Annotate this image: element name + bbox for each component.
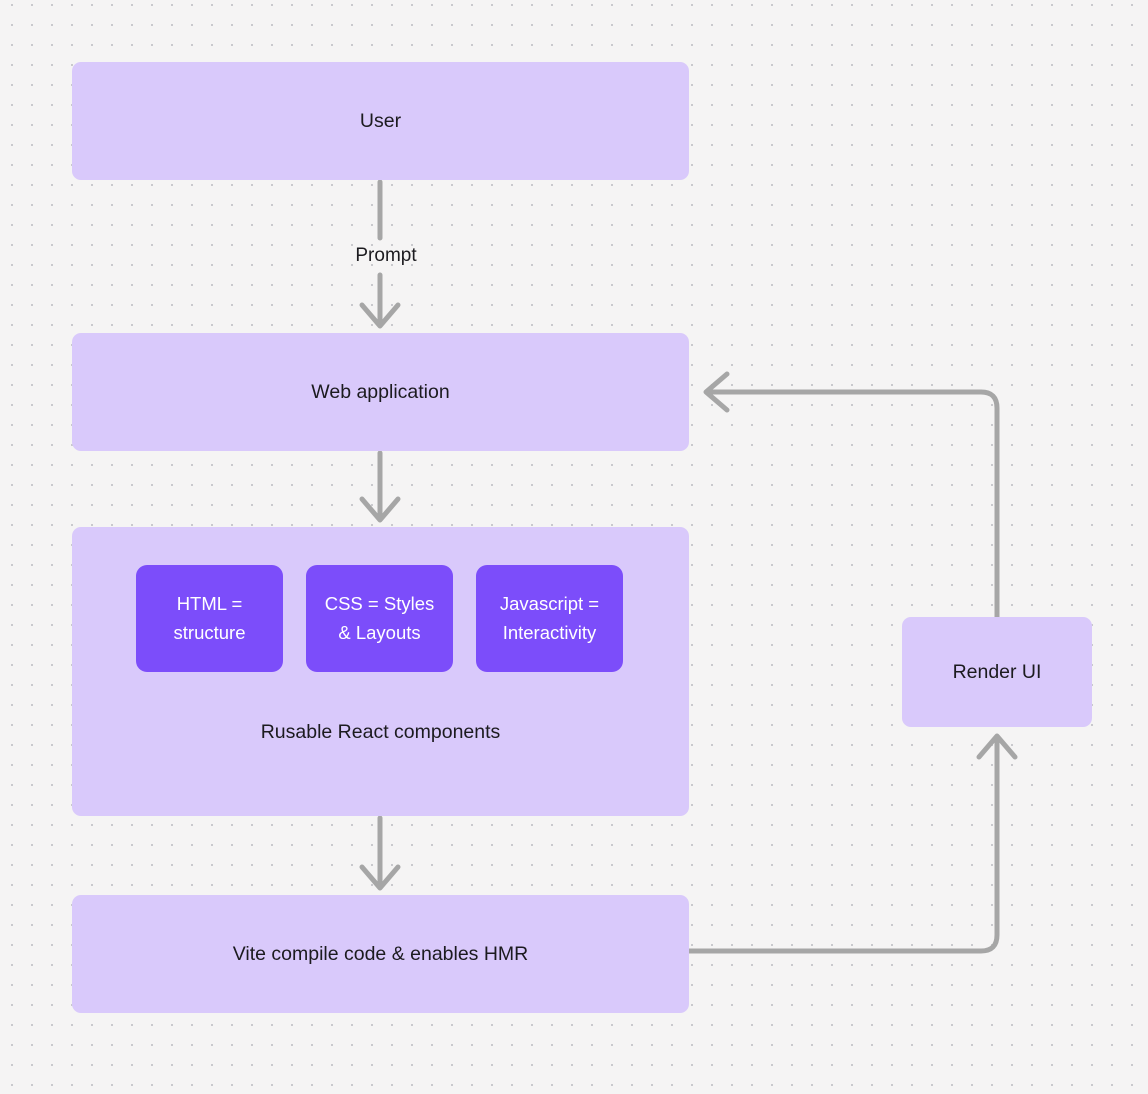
edge-user-to-web-arrowhead <box>359 302 401 329</box>
node-javascript-block[interactable]: Javascript = Interactivity <box>476 565 623 672</box>
node-components-group-label: Rusable React components <box>260 721 501 743</box>
node-javascript-block-label: Javascript = Interactivity <box>499 593 600 643</box>
node-html-block[interactable]: HTML = structure <box>136 565 283 672</box>
edge-label-prompt: Prompt <box>355 245 417 266</box>
node-css-block[interactable]: CSS = Styles & Layouts <box>306 565 453 672</box>
node-vite-label: Vite compile code & enables HMR <box>232 942 529 965</box>
node-render-ui[interactable]: Render UI <box>902 617 1092 727</box>
edge-components-to-vite-arrowhead <box>359 864 401 891</box>
node-user-label: User <box>359 109 402 132</box>
node-web-application[interactable]: Web application <box>72 333 689 451</box>
node-vite[interactable]: Vite compile code & enables HMR <box>72 895 689 1013</box>
node-user[interactable]: User <box>72 62 689 180</box>
edge-web-to-components-arrowhead <box>359 496 401 523</box>
edge-render-to-web <box>704 389 1000 620</box>
node-css-block-label: CSS = Styles & Layouts <box>324 593 435 643</box>
node-web-application-label: Web application <box>311 380 450 403</box>
edge-vite-to-render <box>686 734 1000 954</box>
node-html-block-label: HTML = structure <box>173 593 246 643</box>
edge-render-to-web-arrowhead <box>703 371 730 413</box>
node-render-ui-label: Render UI <box>952 660 1042 683</box>
edge-vite-to-render-arrowhead <box>976 733 1018 760</box>
